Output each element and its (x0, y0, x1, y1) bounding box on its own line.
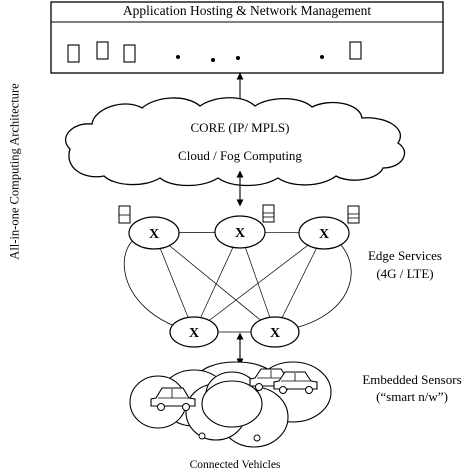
node-x-label: X (149, 227, 159, 242)
ellipsis-dot (211, 58, 215, 62)
application-hosting-title: Application Hosting & Network Management (122, 3, 372, 18)
edge-services-sublabel: (4G / LTE) (376, 266, 434, 281)
ellipsis-dot (176, 55, 180, 59)
server-icon (96, 41, 109, 60)
edge-node (298, 216, 350, 250)
embedded-sensors-label: Embedded Sensors (362, 372, 462, 387)
connected-vehicles-label: Connected Vehicles (189, 459, 281, 471)
edge-services-label: Edge Services (367, 248, 442, 263)
server-icon (123, 44, 136, 63)
node-x-label: X (319, 227, 329, 242)
node-x-label: X (270, 326, 280, 341)
edge-node (128, 216, 180, 250)
edge-node (169, 316, 219, 348)
edge-server-icon (347, 205, 360, 224)
car-icon (273, 371, 318, 394)
core-cloud (64, 97, 406, 187)
ellipsis-dot (236, 56, 240, 60)
node-x-label: X (235, 226, 245, 241)
edge-network: X X X X X (118, 204, 360, 348)
application-hosting-box (50, 1, 444, 74)
edge-node (214, 215, 266, 249)
server-icon (349, 41, 362, 60)
car-icon (150, 387, 196, 411)
server-icon (67, 44, 80, 63)
node-x-label: X (189, 326, 199, 341)
core-label: CORE (IP/ MPLS) (190, 120, 290, 135)
cloud-fog-label: Cloud / Fog Computing (178, 148, 302, 163)
edge-node (250, 316, 300, 348)
edge-server-icon (118, 205, 131, 224)
vehicle-cluster (129, 361, 332, 448)
edge-server-icon (262, 204, 275, 223)
ellipsis-dot (320, 55, 324, 59)
embedded-sensors-sublabel: (“smart n/w”) (376, 389, 448, 404)
vertical-architecture-title: All-in-one Computing Architecture (7, 83, 22, 260)
